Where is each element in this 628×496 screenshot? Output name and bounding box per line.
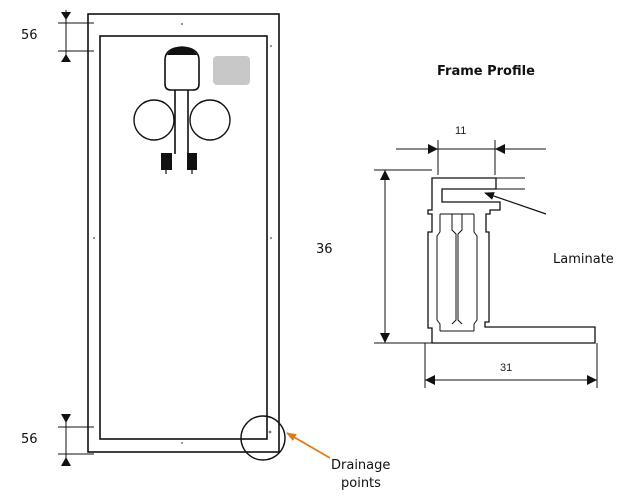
dim-width-31-label: 31 [500, 362, 513, 374]
dim-top-label: 56 [21, 28, 38, 43]
panel-drawing [58, 10, 331, 466]
frame-profile-drawing [374, 140, 598, 388]
cable-loop-right [189, 99, 231, 141]
frame-profile-inner [436, 177, 525, 332]
laminate-label: Laminate [553, 252, 614, 267]
dim-width-11-label: 11 [455, 125, 467, 137]
dim-width-31 [424, 343, 598, 388]
drainage-highlight-circle [240, 415, 286, 461]
drainage-label-line2: points [341, 476, 381, 491]
frame-profile-outline [427, 177, 596, 344]
mounting-dots [93, 23, 272, 444]
panel-inner-laminate [99, 35, 268, 440]
dim-bottom-56 [58, 414, 94, 466]
connector-right [187, 153, 197, 170]
cable-loop-left [133, 99, 175, 141]
dim-height-36 [374, 169, 432, 344]
dim-bottom-label: 56 [21, 432, 38, 447]
laminate-leader-arrow [484, 192, 547, 215]
panel-outer-frame [87, 13, 280, 453]
label-plate [213, 56, 250, 85]
dim-top-56 [58, 10, 94, 62]
connector-left [161, 153, 172, 170]
dim-width-11 [396, 140, 546, 175]
junction-box [133, 46, 231, 174]
dim-height-36-label: 36 [316, 242, 333, 257]
frame-profile-title: Frame Profile [437, 64, 535, 79]
drainage-label-line1: Drainage [331, 458, 391, 473]
drainage-arrow [286, 432, 331, 459]
